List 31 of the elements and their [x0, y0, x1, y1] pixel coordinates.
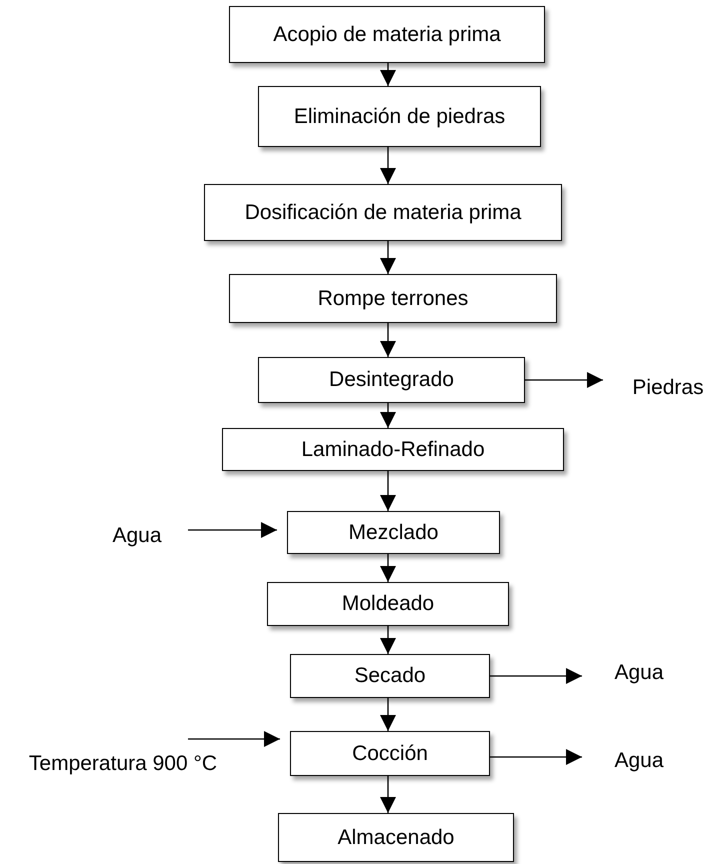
arrow	[380, 698, 396, 731]
process-box: Cocción	[290, 731, 490, 776]
process-box: Acopio de materia prima	[229, 6, 545, 63]
flow-label: Agua	[607, 745, 671, 777]
process-box: Eliminación de piedras	[258, 86, 541, 147]
arrow	[380, 63, 396, 86]
process-box: Desintegrado	[258, 357, 525, 403]
process-box: Secado	[290, 654, 490, 698]
arrow	[490, 749, 582, 765]
flow-label: Temperatura 900 °C	[10, 748, 236, 780]
process-box: Almacenado	[278, 813, 514, 862]
arrow	[380, 241, 396, 274]
process-box: Moldeado	[267, 582, 509, 626]
arrow	[188, 731, 280, 747]
process-box: Dosificación de materia prima	[204, 184, 562, 241]
arrow	[380, 626, 396, 654]
process-box: Mezclado	[287, 511, 500, 554]
flow-label: Agua	[106, 520, 168, 552]
arrow	[525, 372, 603, 388]
arrow	[380, 554, 396, 582]
flow-label: Agua	[607, 657, 671, 689]
flow-label: Piedras	[628, 372, 708, 404]
arrow	[380, 403, 396, 428]
arrow	[490, 668, 582, 684]
arrow	[380, 471, 396, 511]
process-box: Rompe terrones	[229, 274, 557, 323]
arrow	[380, 147, 396, 184]
arrow	[188, 522, 277, 538]
arrow	[380, 323, 396, 357]
process-box: Laminado-Refinado	[222, 428, 564, 471]
arrow	[380, 776, 396, 813]
